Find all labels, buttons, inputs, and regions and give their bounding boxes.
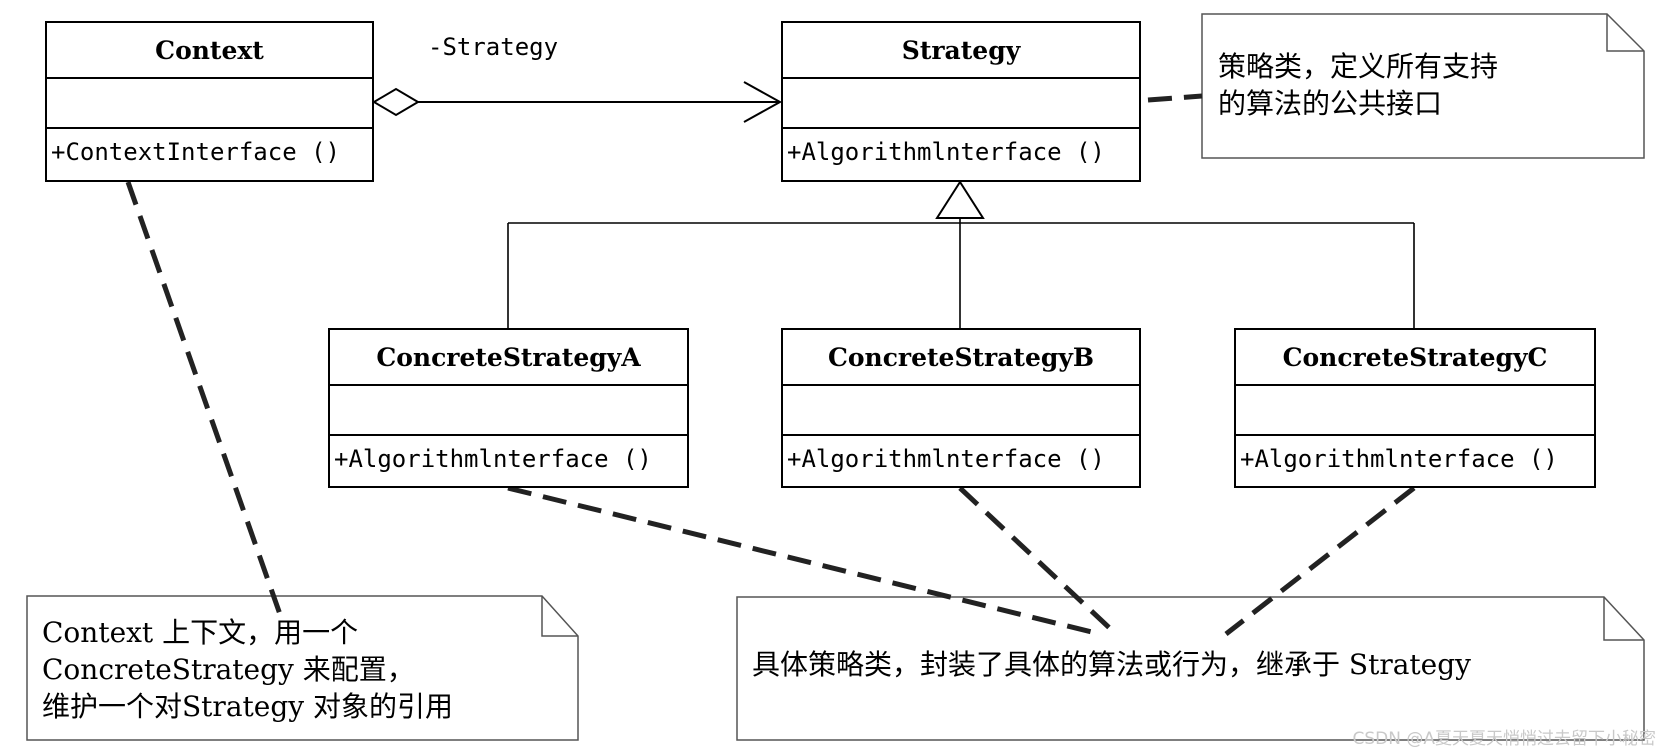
concrete-strategy-b-attributes [783, 386, 1139, 436]
association-arrowhead [743, 81, 783, 123]
context-class: Context +ContextInterface () [45, 21, 374, 182]
association-label: -Strategy [428, 33, 559, 61]
strategy-class-name: Strategy [783, 23, 1139, 79]
strategy-class-attributes [783, 79, 1139, 129]
context-note-line: Context 上下文，用一个 [42, 616, 359, 649]
strategy-note-line: 的算法的公共接口 [1218, 87, 1443, 120]
context-note-fold [541, 596, 578, 637]
concrete-note-line: 具体策略类，封装了具体的算法或行为，继承于 Strategy [752, 648, 1471, 681]
strategy-note: 策略类，定义所有支持 的算法的公共接口 [1218, 48, 1498, 122]
context-note-line: ConcreteStrategy 来配置， [42, 653, 415, 686]
concrete-note-fold [1603, 597, 1644, 641]
concrete-anchor-a [507, 485, 1101, 637]
strategy-note-fold [1606, 14, 1644, 52]
concrete-strategy-a-name: ConcreteStrategyA [330, 330, 687, 386]
context-note-anchor [125, 181, 285, 621]
context-class-operation: +ContextInterface () [51, 138, 340, 166]
concrete-strategy-b-name: ConcreteStrategyB [783, 330, 1139, 386]
concrete-strategy-c-name: ConcreteStrategyC [1236, 330, 1594, 386]
concrete-strategy-a-operation: +Algorithmlnterface () [334, 445, 652, 473]
strategy-note-line: 策略类，定义所有支持 [1218, 50, 1499, 83]
context-note-shape [26, 595, 579, 741]
strategy-class-operation: +Algorithmlnterface () [787, 138, 1105, 166]
concrete-strategy-c-class: ConcreteStrategyC +Algorithmlnterface () [1234, 328, 1596, 488]
strategy-note-anchor [1147, 93, 1203, 103]
aggregation-diamond [372, 87, 420, 117]
concrete-strategy-c-attributes [1236, 386, 1594, 436]
concrete-note-shape [736, 596, 1645, 741]
context-class-attributes [47, 79, 372, 129]
strategy-note-shape [1201, 13, 1645, 159]
watermark: CSDN @A夏天夏天悄悄过去留下小秘密 [1352, 729, 1656, 749]
concrete-anchor-c [1224, 486, 1416, 636]
concrete-strategy-b-class: ConcreteStrategyB +Algorithmlnterface () [781, 328, 1141, 488]
concrete-strategy-c-operation: +Algorithmlnterface () [1240, 445, 1558, 473]
concrete-strategy-a-attributes [330, 386, 687, 436]
concrete-strategy-b-operation: +Algorithmlnterface () [787, 445, 1105, 473]
strategy-class: Strategy +Algorithmlnterface () [781, 21, 1141, 182]
context-note-line: 维护一个对Strategy 对象的引用 [42, 690, 453, 723]
generalization-triangle [935, 180, 985, 219]
concrete-note: 具体策略类，封装了具体的算法或行为，继承于 Strategy [752, 646, 1471, 683]
context-note: Context 上下文，用一个 ConcreteStrategy 来配置， 维护… [42, 614, 453, 725]
context-class-name: Context [47, 23, 372, 79]
concrete-strategy-a-class: ConcreteStrategyA +Algorithmlnterface () [328, 328, 689, 488]
